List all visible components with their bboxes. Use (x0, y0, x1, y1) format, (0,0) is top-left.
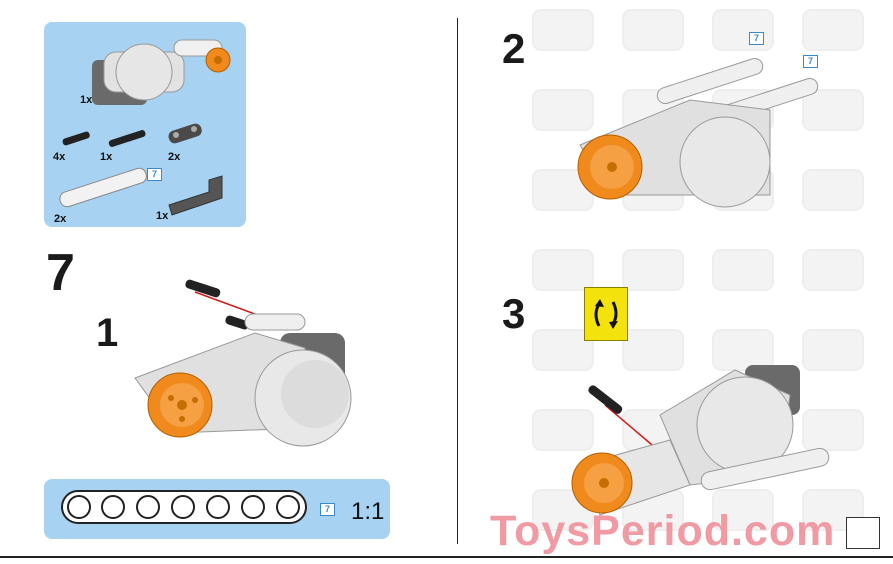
motor-part-icon (92, 39, 231, 105)
beam-part-icon (59, 167, 147, 208)
step2-beam-badge-a: 7 (749, 32, 764, 45)
axle-pin-qty: 1x (100, 151, 113, 163)
step2-motor-assembly (577, 57, 819, 208)
beam-length-badge: 7 (147, 168, 162, 181)
motor-qty: 1x (80, 94, 93, 106)
pin-part-icon (62, 131, 90, 146)
page-number-box (846, 517, 880, 549)
parts-illustrations (59, 39, 231, 216)
connector-part-icon (168, 123, 202, 144)
axle-pin-part-icon (108, 130, 146, 147)
page-divider (457, 18, 458, 544)
step3-motor-assembly (571, 365, 830, 516)
angle-beam-part-icon (168, 175, 223, 216)
step1-motor-assembly (134, 279, 352, 447)
step2-beam-badge-b: 7 (803, 55, 818, 68)
beam-7-scale-icon (61, 490, 307, 524)
pin-qty: 4x (53, 151, 66, 163)
scale-label: 1:1 (351, 498, 385, 525)
page-bottom-rule (0, 556, 893, 558)
site-watermark: ToysPeriod.com (490, 507, 836, 555)
step-number-2: 2 (502, 25, 526, 72)
scale-beam-badge: 7 (320, 503, 335, 516)
beam-qty: 2x (54, 213, 67, 225)
connector-qty: 2x (168, 151, 181, 163)
step-number-3: 3 (502, 290, 526, 337)
step-number-1: 1 (96, 311, 119, 355)
rotate-model-icon (584, 287, 628, 341)
angle-beam-qty: 1x (156, 210, 169, 222)
step-group-number: 7 (46, 244, 75, 302)
